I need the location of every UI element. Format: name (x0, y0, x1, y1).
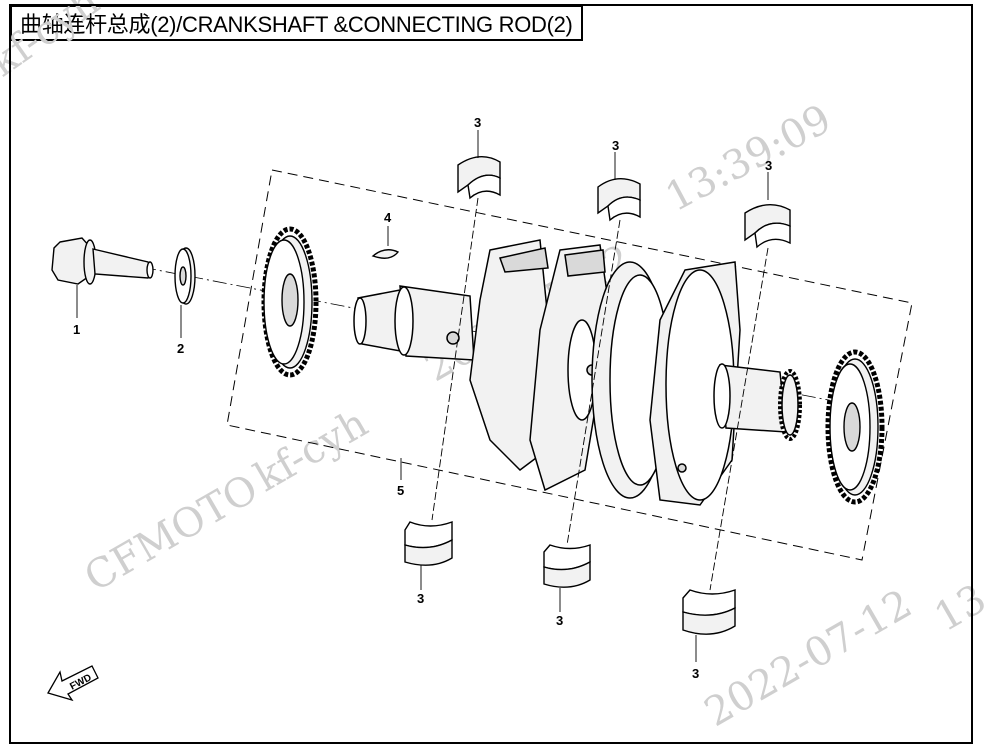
callout-3-e: 3 (556, 613, 563, 628)
callout-1: 1 (73, 322, 80, 337)
page-border (9, 4, 973, 744)
callout-4: 4 (384, 210, 392, 225)
callout-3-c: 3 (765, 158, 772, 173)
drive-gear-left (261, 226, 319, 378)
diagram-title: 曲轴连杆总成(2)/CRANKSHAFT &CONNECTING ROD(2) (20, 12, 573, 37)
callout-3-b: 3 (612, 138, 619, 153)
leader-lines (76, 130, 769, 662)
flange-bolt (51, 237, 154, 285)
assembly-boundary (226, 169, 913, 561)
callout-3-f: 3 (692, 666, 699, 681)
washer (174, 247, 196, 305)
callout-3-d: 3 (417, 591, 424, 606)
crankshaft (353, 239, 802, 506)
bearing-shell-upper-3 (744, 204, 791, 249)
woodruff-key (371, 249, 400, 259)
bearing-shell-lower-2 (543, 544, 591, 588)
callout-3-a: 3 (474, 115, 481, 130)
bearing-shell-lower-3 (682, 589, 736, 635)
fwd-arrow-icon: FWD (47, 665, 99, 702)
bearing-shell-lower-1 (404, 521, 453, 566)
callout-2: 2 (177, 341, 184, 356)
bearing-shell-upper-1 (457, 156, 501, 200)
bearing-shell-upper-2 (597, 178, 641, 222)
drive-gear-right (825, 349, 885, 505)
callout-5: 5 (397, 483, 404, 498)
